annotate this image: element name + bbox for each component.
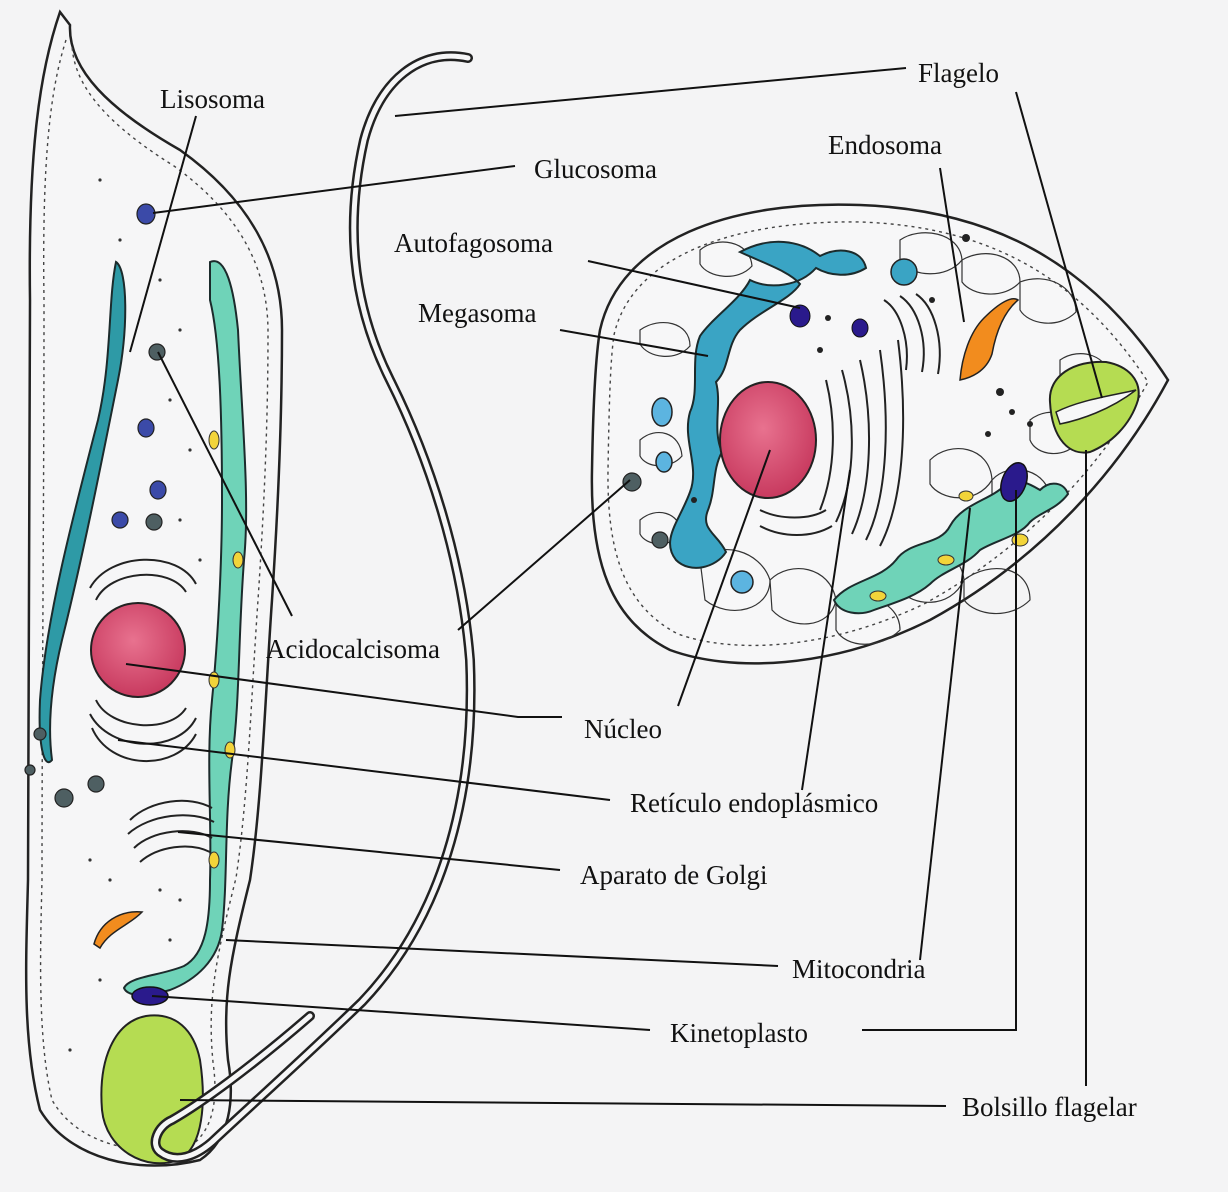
label-mitocondria: Mitocondria: [792, 956, 925, 983]
right-cell: [592, 205, 1168, 664]
leader-bolsillo-left: [180, 1100, 946, 1106]
label-lisosoma: Lisosoma: [160, 86, 265, 113]
label-endosoma: Endosoma: [828, 132, 942, 159]
label-nucleo: Núcleo: [584, 716, 662, 743]
label-bolsillo-flagelar: Bolsillo flagelar: [962, 1094, 1137, 1121]
right-nucleus: [720, 382, 816, 498]
left-nucleus: [91, 603, 185, 697]
leader-flagelo: [395, 68, 906, 116]
label-megasoma: Megasoma: [418, 300, 536, 327]
label-autofagosoma: Autofagosoma: [394, 230, 553, 257]
label-reticulo-endoplasmico: Retículo endoplásmico: [630, 790, 878, 817]
label-glucosoma: Glucosoma: [534, 156, 657, 183]
left-cell: [25, 12, 282, 1166]
leader-mitocondria-left: [226, 940, 778, 966]
label-acidocalcisoma: Acidocalcisoma: [266, 636, 440, 663]
label-aparato-de-golgi: Aparato de Golgi: [580, 862, 767, 889]
label-kinetoplasto: Kinetoplasto: [670, 1020, 808, 1047]
label-flagelo: Flagelo: [918, 60, 999, 87]
